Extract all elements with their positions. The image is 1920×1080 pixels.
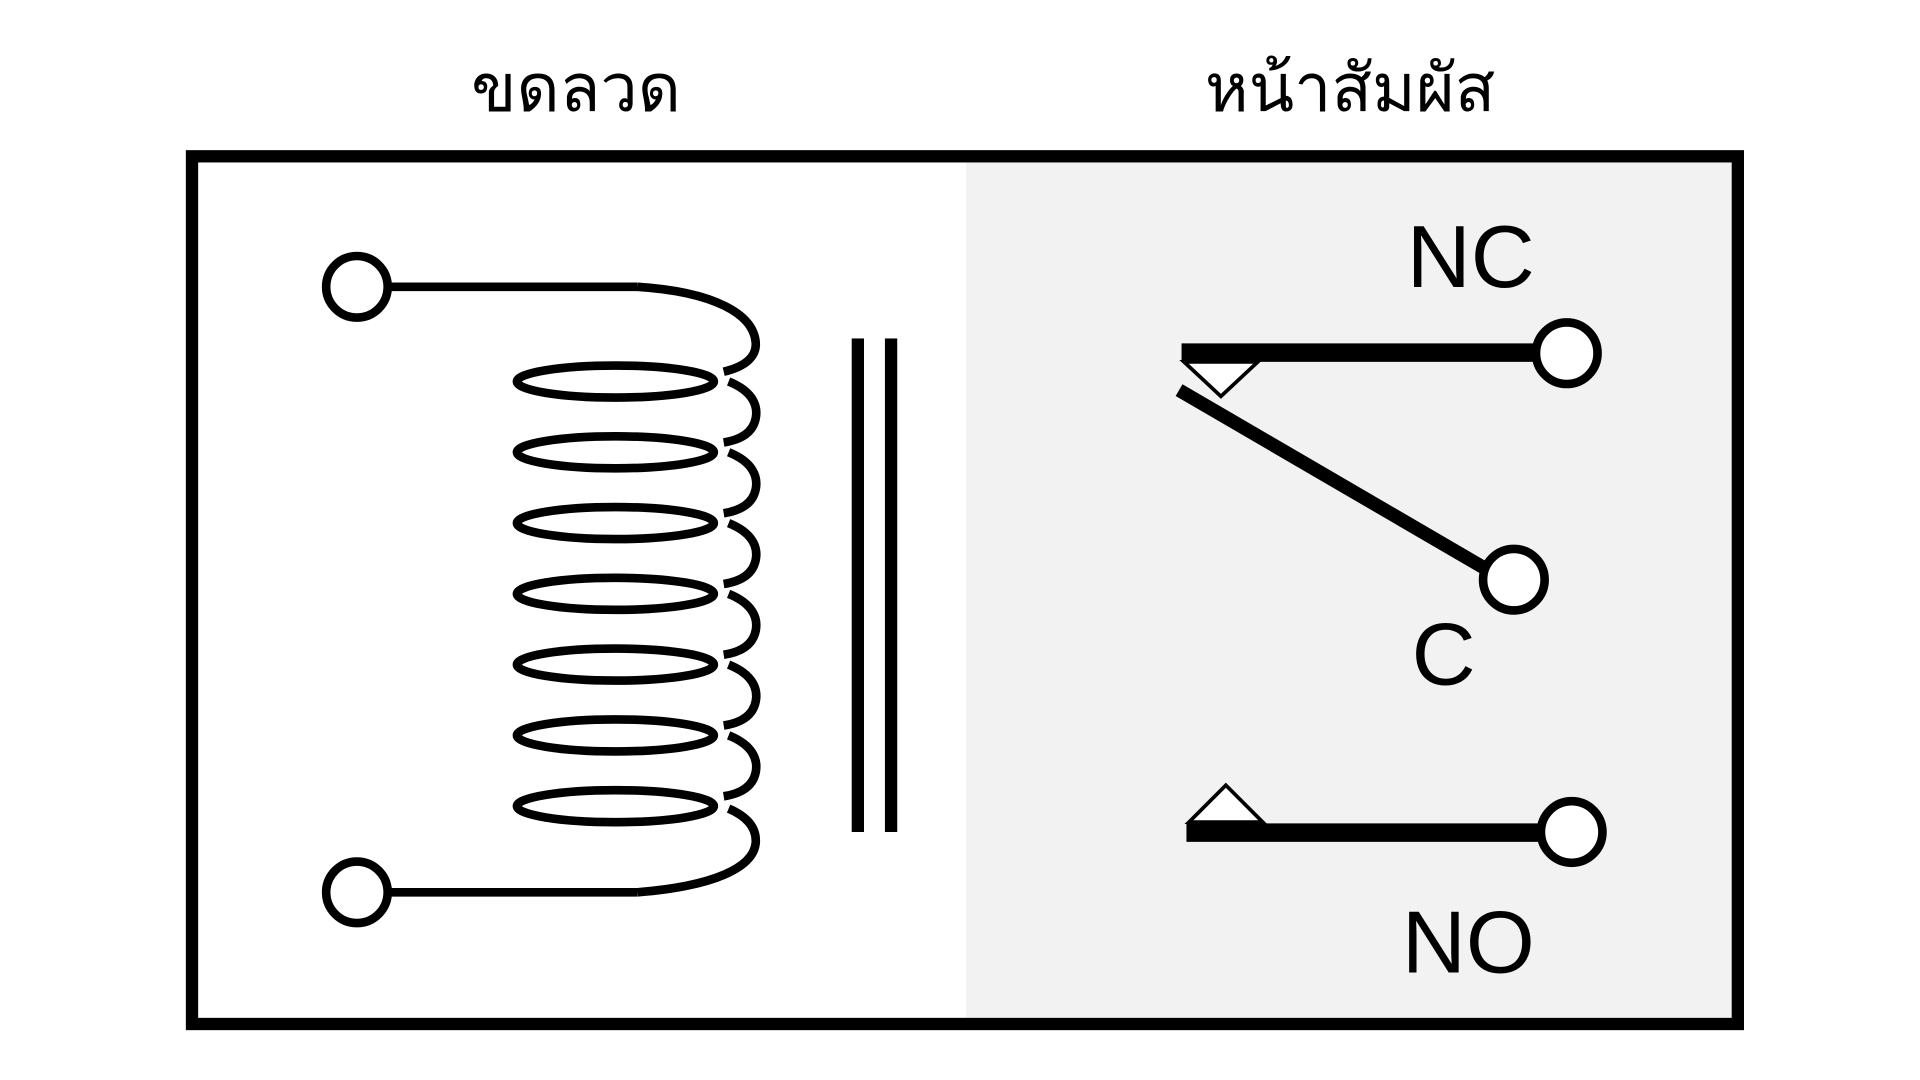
coil-turn bbox=[512, 502, 719, 544]
coil-turn-back bbox=[722, 448, 761, 518]
c-terminal bbox=[1478, 544, 1549, 615]
nc-contact-bar bbox=[1181, 343, 1541, 362]
nc-terminal bbox=[1531, 318, 1602, 389]
nc-label: NC bbox=[1407, 207, 1535, 306]
contacts-title: หน้าสัมผัส bbox=[1205, 52, 1495, 126]
coil-turn bbox=[512, 573, 719, 615]
coil-top-arc bbox=[637, 282, 761, 376]
no-contact-bar bbox=[1186, 823, 1544, 842]
coil-turn bbox=[512, 432, 719, 473]
coil-turn bbox=[512, 785, 719, 827]
no-label: NO bbox=[1402, 892, 1535, 991]
coil-turn-back bbox=[722, 377, 761, 447]
no-contact-point bbox=[1184, 782, 1268, 824]
coil-turn-back bbox=[722, 519, 761, 589]
coil-turn bbox=[512, 361, 719, 402]
coil-terminal-top bbox=[321, 251, 393, 322]
no-terminal bbox=[1536, 796, 1607, 868]
coil bbox=[387, 282, 761, 897]
c-label: C bbox=[1412, 604, 1476, 703]
coil-turn bbox=[512, 644, 719, 685]
coil-title: ขดลวด bbox=[471, 52, 681, 126]
coil-turn bbox=[512, 715, 719, 756]
coil-turn-back bbox=[722, 660, 761, 730]
common-switch-arm bbox=[1175, 384, 1496, 579]
core-line-left bbox=[851, 338, 864, 832]
relay-frame bbox=[185, 150, 1745, 1031]
core-line-right bbox=[884, 338, 898, 832]
coil-terminal-bottom bbox=[321, 857, 393, 928]
contact-section-bg bbox=[966, 156, 1738, 1025]
coil-turn-back bbox=[722, 589, 761, 660]
coil-bottom-arc bbox=[637, 804, 761, 897]
coil-turn-back bbox=[722, 731, 761, 801]
